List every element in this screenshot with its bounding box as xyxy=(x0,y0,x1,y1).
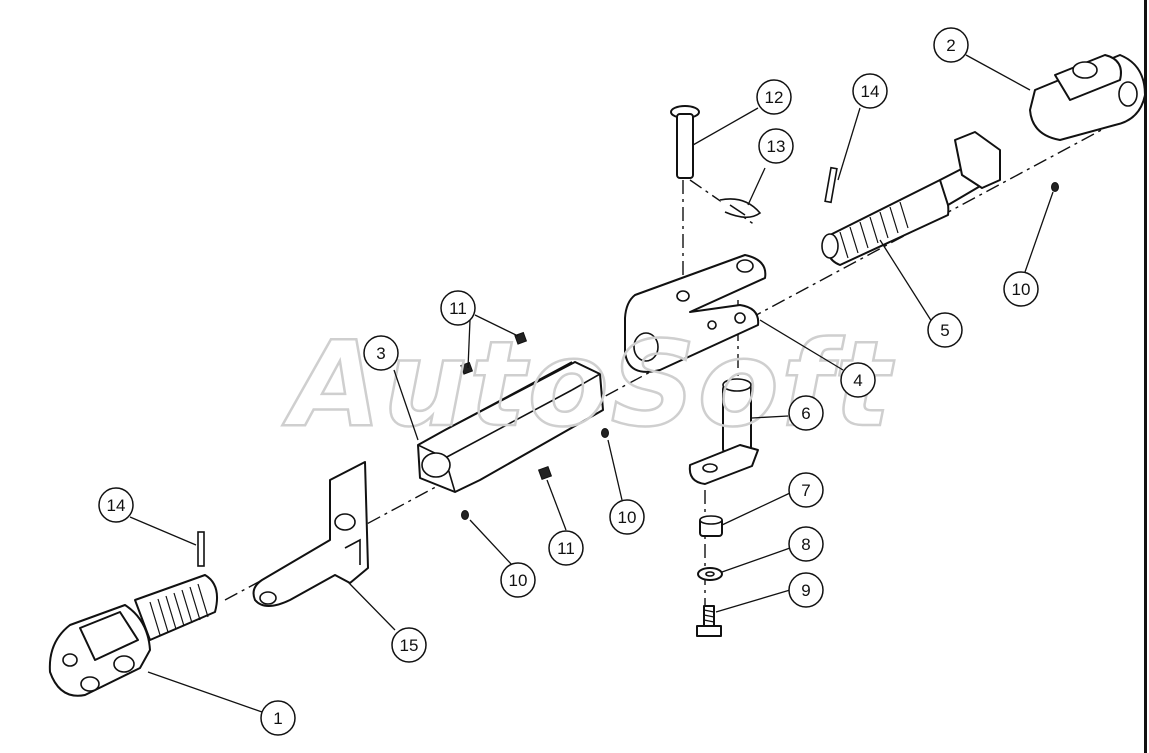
part-11-set-screws xyxy=(460,331,553,481)
part-12-clevis-pin xyxy=(670,105,700,179)
part-4-yoke xyxy=(624,254,767,373)
callout-11-bottom-circle xyxy=(548,530,584,566)
callout-4-circle xyxy=(840,362,876,398)
callout-14-top-circle xyxy=(852,73,888,109)
callout-1-label: 1 xyxy=(273,709,282,728)
part-8-washer xyxy=(697,567,723,581)
callout-9-circle xyxy=(788,572,824,608)
callout-11-bottom-label: 11 xyxy=(557,539,575,558)
part-7-spacer xyxy=(699,515,723,537)
callout-5-circle xyxy=(927,312,963,348)
callout-13-label: 13 xyxy=(767,137,786,156)
callout-2-circle xyxy=(933,27,969,63)
callout-6-label: 6 xyxy=(801,404,810,423)
callouts: 1 2 3 4 5 6 7 8 9 10 10 10 11 11 12 13 1 xyxy=(98,27,1039,736)
callout-8-label: 8 xyxy=(801,535,810,554)
part-13-hairpin xyxy=(719,198,762,219)
callout-5-label: 5 xyxy=(940,321,949,340)
callout-15-circle xyxy=(391,627,427,663)
callout-10-bottom-label: 10 xyxy=(509,571,528,590)
callout-10-bottom-circle xyxy=(500,562,536,598)
page-border-right xyxy=(1144,0,1147,753)
callout-9-label: 9 xyxy=(801,581,810,600)
callout-2-label: 2 xyxy=(946,36,955,55)
callout-12-label: 12 xyxy=(765,88,784,107)
part-3-hex-tube xyxy=(417,361,604,493)
part-14-pin-lower xyxy=(197,531,205,567)
callout-10-right-label: 10 xyxy=(1012,280,1031,299)
callout-7-label: 7 xyxy=(801,481,810,500)
part-2-clevis-top xyxy=(1029,54,1146,141)
watermark-text: AutoSoft xyxy=(282,315,895,453)
callout-4-label: 4 xyxy=(853,371,862,390)
part-1-clevis-rod xyxy=(48,574,218,697)
callout-8-circle xyxy=(788,526,824,562)
part-5-threaded-bolt xyxy=(821,131,1001,266)
callout-7-circle xyxy=(788,472,824,508)
callout-11-top-label: 11 xyxy=(449,299,467,318)
part-15-bracket xyxy=(252,461,369,607)
callout-3-label: 3 xyxy=(376,344,385,363)
part-10-fittings xyxy=(461,182,1059,520)
callout-10-middle-label: 10 xyxy=(618,508,637,527)
part-14-pin-upper xyxy=(824,166,838,204)
leader-lines xyxy=(129,54,1054,713)
callout-15-label: 15 xyxy=(400,636,419,655)
callout-14-bottom-label: 14 xyxy=(107,496,126,515)
callout-3-circle xyxy=(363,335,399,371)
callout-12-circle xyxy=(756,79,792,115)
callout-10-middle-circle xyxy=(609,499,645,535)
callout-10-right-circle xyxy=(1003,271,1039,307)
callout-14-top-label: 14 xyxy=(861,82,880,101)
callout-14-bottom-circle xyxy=(98,487,134,523)
callout-6-circle xyxy=(788,395,824,431)
part-9-bolt xyxy=(696,605,722,637)
callout-11-top-circle xyxy=(440,290,476,326)
callout-1-circle xyxy=(260,700,296,736)
callout-13-circle xyxy=(758,128,794,164)
part-6-pin-tab xyxy=(688,378,759,485)
